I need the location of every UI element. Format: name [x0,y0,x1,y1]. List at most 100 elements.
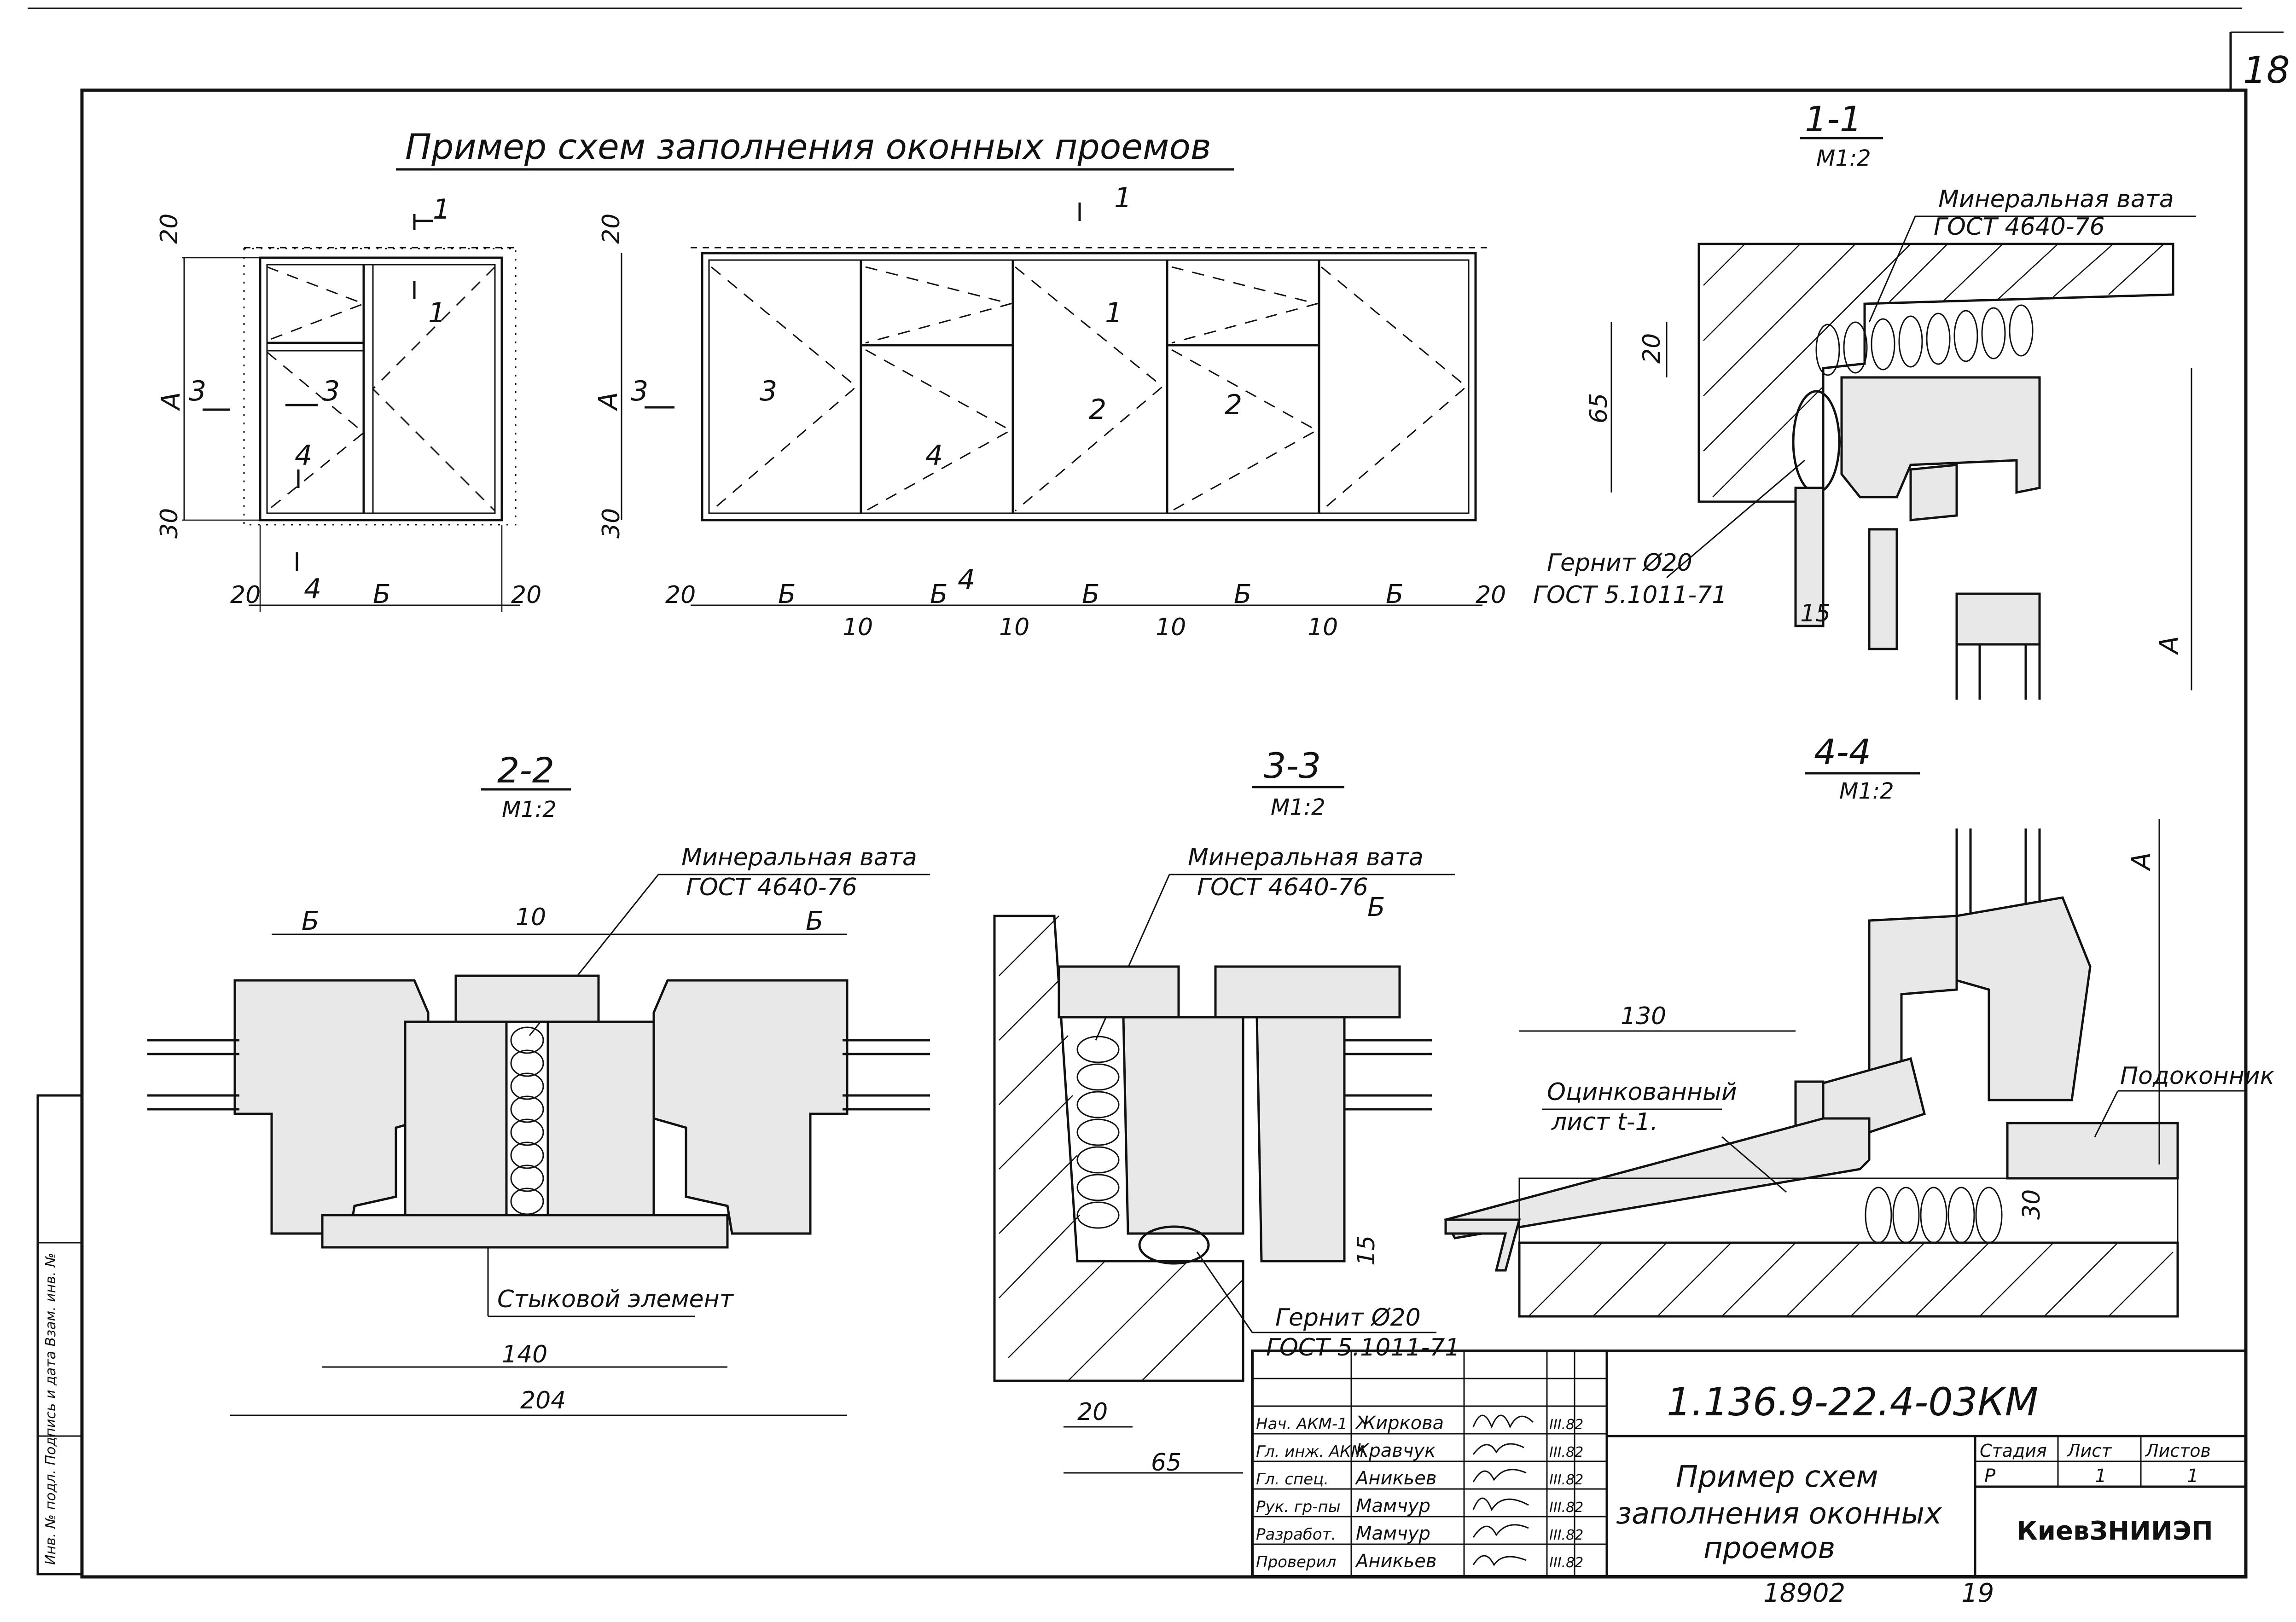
s33-top-cap-b [1214,965,1401,1019]
s11-profile-c [1909,463,1958,521]
w2-mark-1-inner: 1 [1105,297,1122,329]
s11-gernit [1792,390,1841,494]
s33-dim-65: 65 [1151,1449,1181,1477]
mark-3-left: 3 [189,375,206,407]
dim-30-bottom: 30 [156,508,183,539]
dim-20-left: 20 [230,581,261,609]
w2-dim-B2: Б [930,579,947,609]
section-1-1: 1-1 М1:2 Минеральная вата ГОСТ 4640-76 [1533,98,2196,700]
tb-name-1: Кравчук [1356,1440,1436,1461]
s22-mullion-left [404,1020,508,1235]
tb-date-4: III.82 [1549,1527,1583,1543]
tb-sheets: 1 [2187,1466,2198,1487]
s33-scale: М1:2 [1271,794,1325,820]
s11-mineral-wool [1815,304,2034,376]
s11-wool-label: Минеральная вата [1938,185,2174,213]
s33-frame [1122,1016,1244,1235]
w2-dim-B4: Б [1234,579,1251,609]
s44-sill-leader [2094,1090,2119,1137]
elevation-wide-window: 1 1 3 3 2 2 4 4 20 А 30 20 Б Б Б Б Б 20 … [593,182,1506,641]
side-stamp-text: Инв. № подл. Подпись и дата Взам. инв. № [43,1253,59,1565]
s33-dim-20: 20 [1077,1398,1108,1426]
tb-role-0: Нач. АКМ-1 [1256,1415,1348,1433]
s33-top-cap-a [1058,965,1180,1019]
w2-dim-10-a: 10 [843,614,873,641]
w2-dim-20-left: 20 [665,581,696,609]
s11-wool-leader [1868,216,1916,323]
s11-gernit-leader [1666,459,1805,579]
s22-dim-10: 10 [516,904,546,931]
title-block: Нач. АКМ-1 Гл. инж. АКМ Гл. спец. Рук. г… [1251,1350,2247,1578]
tb-date-3: III.82 [1549,1500,1583,1516]
mark-1-top: 1 [433,193,450,226]
tb-sheet: 1 [2095,1466,2106,1487]
dim-20-top: 20 [156,214,183,244]
s11-dim-15: 15 [1800,600,1831,627]
s22-right-frame [652,979,849,1235]
s22-dim-204: 204 [520,1387,566,1414]
s44-galv-label-1: Оцинкованный [1547,1078,1737,1106]
w2-dim-B3: Б [1082,579,1099,609]
tb-role-5: Проверил [1256,1553,1336,1571]
dim-B: Б [373,579,390,609]
s44-dim-A: А [2127,852,2156,871]
s11-label: 1-1 [1805,98,1862,139]
w2-dim-10-c: 10 [1156,614,1186,641]
dim-20-right: 20 [511,581,541,609]
s44-mineral-wool [1865,1187,2003,1244]
tb-date-1: III.82 [1549,1444,1583,1460]
s22-joint-element-bar [321,1214,729,1249]
s44-galv-label-2: лист t-1. [1551,1108,1658,1136]
s44-sash [1955,896,2092,1101]
s33-mineral-wool [1076,1036,1120,1229]
outer-frame [80,88,2248,1579]
tb-role-3: Рук. гр-пы [1256,1498,1341,1516]
tb-name-4: Мамчур [1356,1523,1430,1544]
s44-dim-130: 130 [1621,1002,1666,1030]
tb-name-0: Жиркова [1354,1413,1444,1434]
tb-role-1: Гл. инж. АКМ [1256,1442,1365,1461]
tb-name-3: Мамчур [1356,1495,1430,1517]
s11-profile-a [1794,487,1825,627]
s11-dim-A: А [2154,636,2184,655]
s22-wool-gost: ГОСТ 4640-76 [686,874,857,901]
s44-scale: М1:2 [1839,778,1894,804]
w2-dim-30: 30 [598,508,625,539]
s44-windowsill-board [2006,1122,2179,1180]
tb-date-5: III.82 [1549,1555,1583,1571]
tb-title-2: заполнения оконных [1616,1497,1942,1531]
sheet-number: 18 [2243,49,2290,92]
w2-dim-20-right: 20 [1476,581,1506,609]
section-4-4: 4-4 М1:2 130 Оцинкованный лист t- [1444,731,2275,1318]
s33-gernit [1138,1225,1210,1265]
s22-left-frame [233,979,430,1235]
s33-gernit-label: Гернит Ø20 [1275,1304,1421,1332]
tb-stage: Р [1984,1466,1996,1487]
tb-sheets-hdr: Листов [2145,1441,2211,1461]
tb-stage-hdr: Стадия [1980,1441,2047,1461]
footer-page-number: 19 [1961,1578,1994,1608]
w2-dim-B1: Б [778,579,796,609]
s33-right-profile [1256,1016,1346,1263]
w2-dim-10-b: 10 [999,614,1029,641]
section-2-2: 2-2 М1:2 Минеральная вата ГОСТ 4640-76 Б… [147,750,930,1416]
s22-dim-B-right: Б [806,906,823,936]
footer-inv-number: 18902 [1763,1578,1845,1608]
s11-gernit-label: Гернит Ø20 [1547,549,1692,577]
mark-4-inner: 4 [295,440,312,472]
tb-title-1: Пример схем [1676,1460,1878,1494]
s33-gernit-gost: ГОСТ 5.1011-71 [1266,1334,1460,1361]
s11-scale: М1:2 [1816,145,1871,171]
s33-wool-label: Минеральная вата [1188,844,1424,871]
s22-dim-140: 140 [502,1341,547,1368]
s22-scale: М1:2 [502,797,557,823]
tb-date-2: III.82 [1549,1472,1583,1488]
s44-drip-edge [1444,1218,1521,1272]
section-3-3: 3-3 М1:2 Минеральная вата ГОСТ 4640-76 Б [993,745,1460,1477]
main-title: Пример схем заполнения оконных проемов [405,126,1211,167]
s22-top-cap [454,974,600,1023]
s33-label: 3-3 [1264,745,1321,786]
tb-role-4: Разработ. [1256,1525,1336,1544]
s22-mullion-right [546,1020,655,1235]
